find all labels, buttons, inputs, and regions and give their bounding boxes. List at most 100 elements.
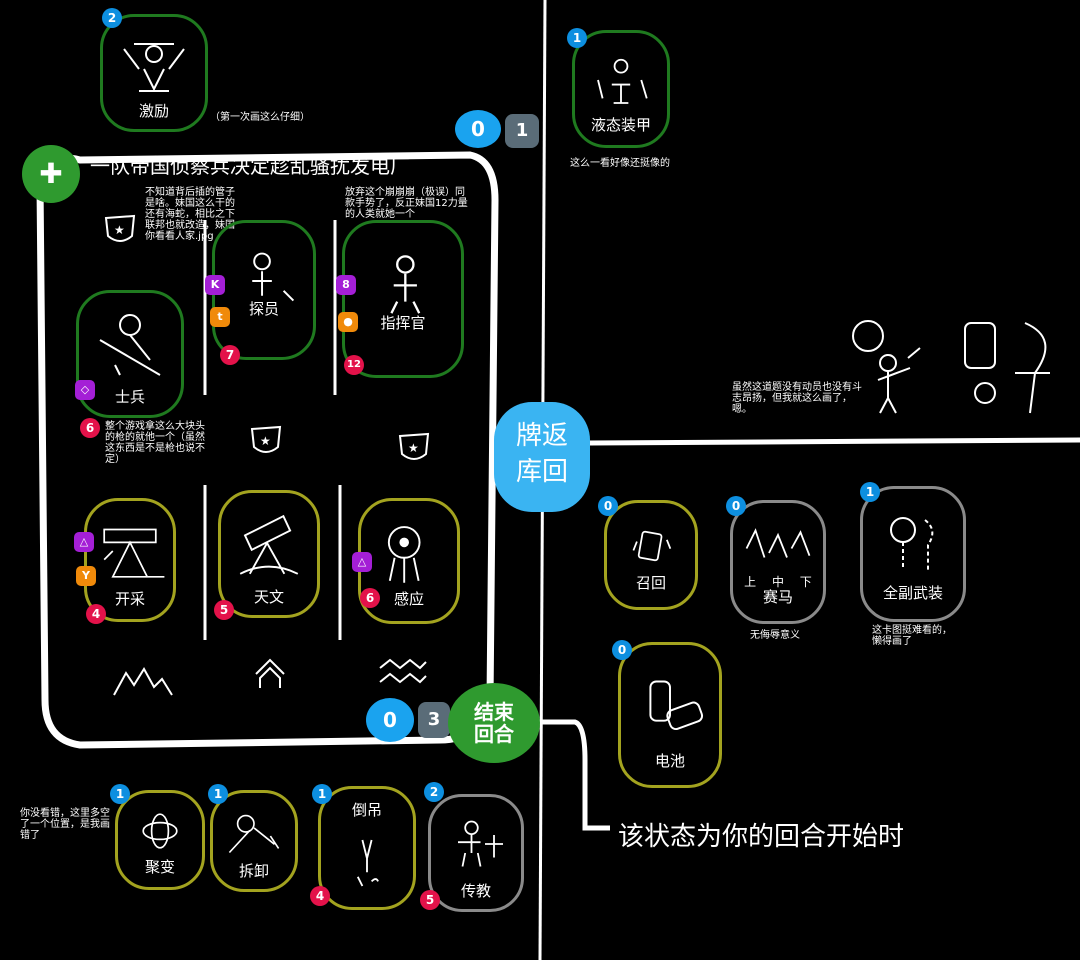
hand-card-hanged[interactable]: 倒吊 <box>318 786 416 910</box>
commander-icon <box>345 235 461 345</box>
card-soldier[interactable]: 士兵 <box>76 290 184 418</box>
card-name: 指挥官 <box>380 314 426 332</box>
shield-icon: ★ <box>248 423 284 459</box>
tag-badge: K <box>205 275 225 295</box>
card-name: 聚变 <box>144 858 175 876</box>
card-sub: 上 中 下 <box>744 575 812 589</box>
battery-icon <box>621 657 719 755</box>
note-horse: 无侮辱意义 <box>750 630 800 641</box>
card-name: 探员 <box>248 300 279 318</box>
cost-badge: 1 <box>312 784 332 804</box>
tag-badge: Y <box>76 566 96 586</box>
hand-card-dismantle[interactable]: 拆卸 <box>210 790 298 892</box>
power-badge: 6 <box>360 588 380 608</box>
card-name: 拆卸 <box>238 862 269 880</box>
svg-text:★: ★ <box>260 434 271 448</box>
end-turn-button[interactable]: 结束回合 <box>448 683 540 763</box>
wrench-icon <box>213 805 295 859</box>
tag-badge: △ <box>74 532 94 552</box>
cost-badge: 2 <box>424 782 444 802</box>
tag-badge: ● <box>338 312 358 332</box>
note-pose: 放弃这个崩崩崩（极误）同款手势了，反正妹国12力量的人类就她一个 <box>345 187 468 220</box>
power-badge: 4 <box>86 604 106 624</box>
power-badge: 5 <box>420 890 440 910</box>
power-badge: 7 <box>220 345 240 365</box>
tag-badge: ◇ <box>75 380 95 400</box>
note-pipe: 不知道背后插的管子是啥。妹国这么干的还有海蛇，相比之下联邦也就改造，妹国你看看人… <box>145 187 235 242</box>
cost-badge: 0 <box>598 496 618 516</box>
agent-icon <box>215 235 313 327</box>
note-liquid: 这么一看好像还挺像的 <box>570 158 670 169</box>
event-title: 一队帝国侦察兵决定趁乱骚扰发电厂 <box>90 154 410 178</box>
incentive-icon <box>103 29 205 99</box>
status-text: 该状态为你的回合开始时 <box>618 822 905 852</box>
card-commander[interactable]: 指挥官 <box>342 220 464 378</box>
card-name: 电池 <box>654 752 685 770</box>
fusion-icon <box>118 805 202 857</box>
tag-badge: t <box>210 307 230 327</box>
note-hand: 你没看错，这里多空了一个位置，是我画错了 <box>20 808 110 841</box>
tag-badge: 8 <box>336 275 356 295</box>
card-name: 倒吊 <box>351 801 382 819</box>
mountain-icon <box>112 665 174 697</box>
card-name: 液态装甲 <box>590 116 651 134</box>
cost-badge: 2 <box>102 8 122 28</box>
missionary-icon <box>431 809 521 879</box>
card-name: 士兵 <box>114 388 145 406</box>
note-gun: 整个游戏拿这么大块头的枪的就他一个（虽然这东西是不是枪也说不定） <box>105 421 205 465</box>
event-clover-icon: ✚ <box>22 145 80 203</box>
end-turn-label: 结束回合 <box>474 700 514 746</box>
liquid-armor-icon <box>575 45 667 115</box>
hand-card-fusion[interactable]: 聚变 <box>115 790 205 890</box>
svg-text:★: ★ <box>114 223 125 237</box>
power-badge: 12 <box>344 355 364 375</box>
sprite-doodle-icon <box>850 318 1060 418</box>
card-name: 召回 <box>635 574 666 592</box>
card-liquid-armor[interactable]: 液态装甲 <box>572 30 670 148</box>
shield-icon: ★ <box>102 212 138 248</box>
tag-badge: △ <box>352 552 372 572</box>
shield-icon: ★ <box>396 430 432 466</box>
power-badge: 4 <box>310 886 330 906</box>
card-battery[interactable]: 电池 <box>618 642 722 788</box>
card-name: 赛马 <box>762 588 793 606</box>
counter-three: 3 <box>418 702 450 738</box>
sensing-eye-icon <box>361 513 457 591</box>
card-full-armed[interactable]: 全副武装 <box>860 486 966 622</box>
horses-icon <box>733 515 823 591</box>
return-deck[interactable]: 牌返库回 <box>494 402 590 512</box>
cost-badge: 0 <box>726 496 746 516</box>
return-deck-label: 牌返库回 <box>515 421 568 487</box>
counter-zero: 0 <box>366 698 414 742</box>
svg-text:★: ★ <box>408 441 419 455</box>
card-agent[interactable]: 探员 <box>212 220 316 360</box>
note-sprite: 虽然这道题没有动员也没有斗志昂扬，但我就这么画了，嗯。 <box>732 382 862 415</box>
card-incentive[interactable]: 激励 <box>100 14 208 132</box>
recall-icon <box>607 515 695 577</box>
power-badge: 5 <box>214 600 234 620</box>
cost-badge: 0 <box>612 640 632 660</box>
wave-icon <box>378 656 428 688</box>
card-name: 开采 <box>114 590 145 608</box>
soldier-icon <box>79 305 181 385</box>
counter-one: 1 <box>505 114 539 148</box>
power-badge: 6 <box>80 418 100 438</box>
card-name: 全副武装 <box>882 584 943 602</box>
hanged-figure-icon <box>321 829 413 897</box>
card-horse-race[interactable]: 上 中 下 赛马 <box>730 500 826 624</box>
cost-badge: 1 <box>860 482 880 502</box>
hand-card-missionary[interactable]: 传教 <box>428 794 524 912</box>
card-recall[interactable]: 召回 <box>604 500 698 610</box>
full-armed-icon <box>863 501 963 589</box>
telescope-icon <box>221 505 317 585</box>
mining-icon <box>87 513 173 589</box>
cost-badge: 1 <box>567 28 587 48</box>
card-astronomy[interactable]: 天文 <box>218 490 320 618</box>
cost-badge: 1 <box>208 784 228 804</box>
card-name: 天文 <box>253 588 284 606</box>
card-name: 激励 <box>138 102 169 120</box>
arch-icon <box>252 654 288 690</box>
note-first-drawing: （第一次画这么仔细） <box>210 112 310 123</box>
card-mining[interactable]: 开采 <box>84 498 176 622</box>
counter-zero: 0 <box>455 110 501 148</box>
